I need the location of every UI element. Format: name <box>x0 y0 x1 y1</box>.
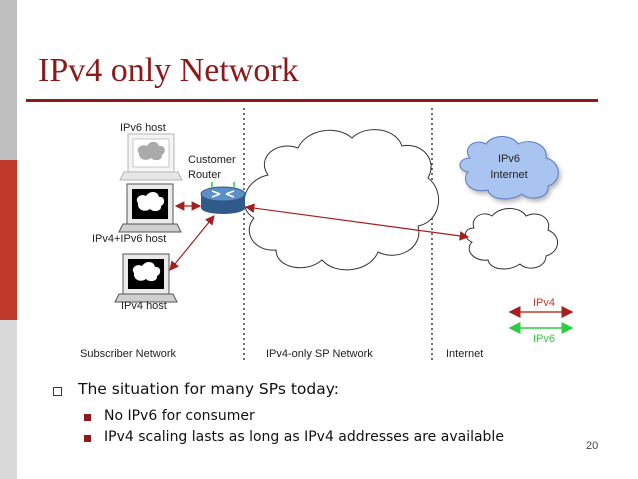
router-label-line2: Router <box>188 169 222 181</box>
router-label-line1: Customer <box>188 154 236 166</box>
zone-label-internet: Internet <box>446 348 484 360</box>
sub-bullet-icon <box>84 414 91 421</box>
slide-sidebar <box>0 0 17 479</box>
dual-host-label: IPv4+IPv6 host <box>92 233 167 245</box>
zone-label-subscriber: Subscriber Network <box>80 348 176 360</box>
ipv6-host-label: IPv6 host <box>120 122 166 134</box>
link-router-internet <box>244 203 470 241</box>
sub-bullet-icon <box>84 435 91 442</box>
ipv4-host-computer <box>114 253 178 303</box>
link-router-ipv4-host <box>169 215 215 271</box>
sidebar-accent-top <box>0 0 17 160</box>
bullet-main: The situation for many SPs today: <box>78 380 339 398</box>
ipv4-host-label: IPv4 host <box>121 300 167 312</box>
ipv6-internet-label-1: IPv6 <box>498 153 520 165</box>
ipv6-internet-cloud <box>459 136 559 200</box>
dual-stack-host-computer <box>118 183 182 233</box>
ipv6-internet-label-2: Internet <box>490 169 527 181</box>
sub-bullet-2: IPv4 scaling lasts as long as IPv4 addre… <box>104 429 504 445</box>
customer-router-icon <box>200 182 246 214</box>
ipv4-internet-cloud <box>465 208 558 270</box>
slide-title: IPv4 only Network <box>38 52 299 89</box>
sidebar-accent-red <box>0 160 17 320</box>
bullet-square-icon <box>53 387 62 396</box>
legend-ipv4-label: IPv4 <box>533 297 555 309</box>
sidebar-accent-bottom <box>0 320 17 479</box>
legend-ipv6-label: IPv6 <box>533 333 555 345</box>
bullet-main-text: The situation for many SPs today: <box>78 380 339 398</box>
title-rule <box>26 99 598 102</box>
page-number: 20 <box>586 440 599 452</box>
ipv4-sp-cloud <box>243 129 439 271</box>
zone-label-sp: IPv4-only SP Network <box>266 348 373 360</box>
sub-bullet-1: No IPv6 for consumer <box>104 408 255 424</box>
ipv6-host-computer <box>119 133 183 181</box>
